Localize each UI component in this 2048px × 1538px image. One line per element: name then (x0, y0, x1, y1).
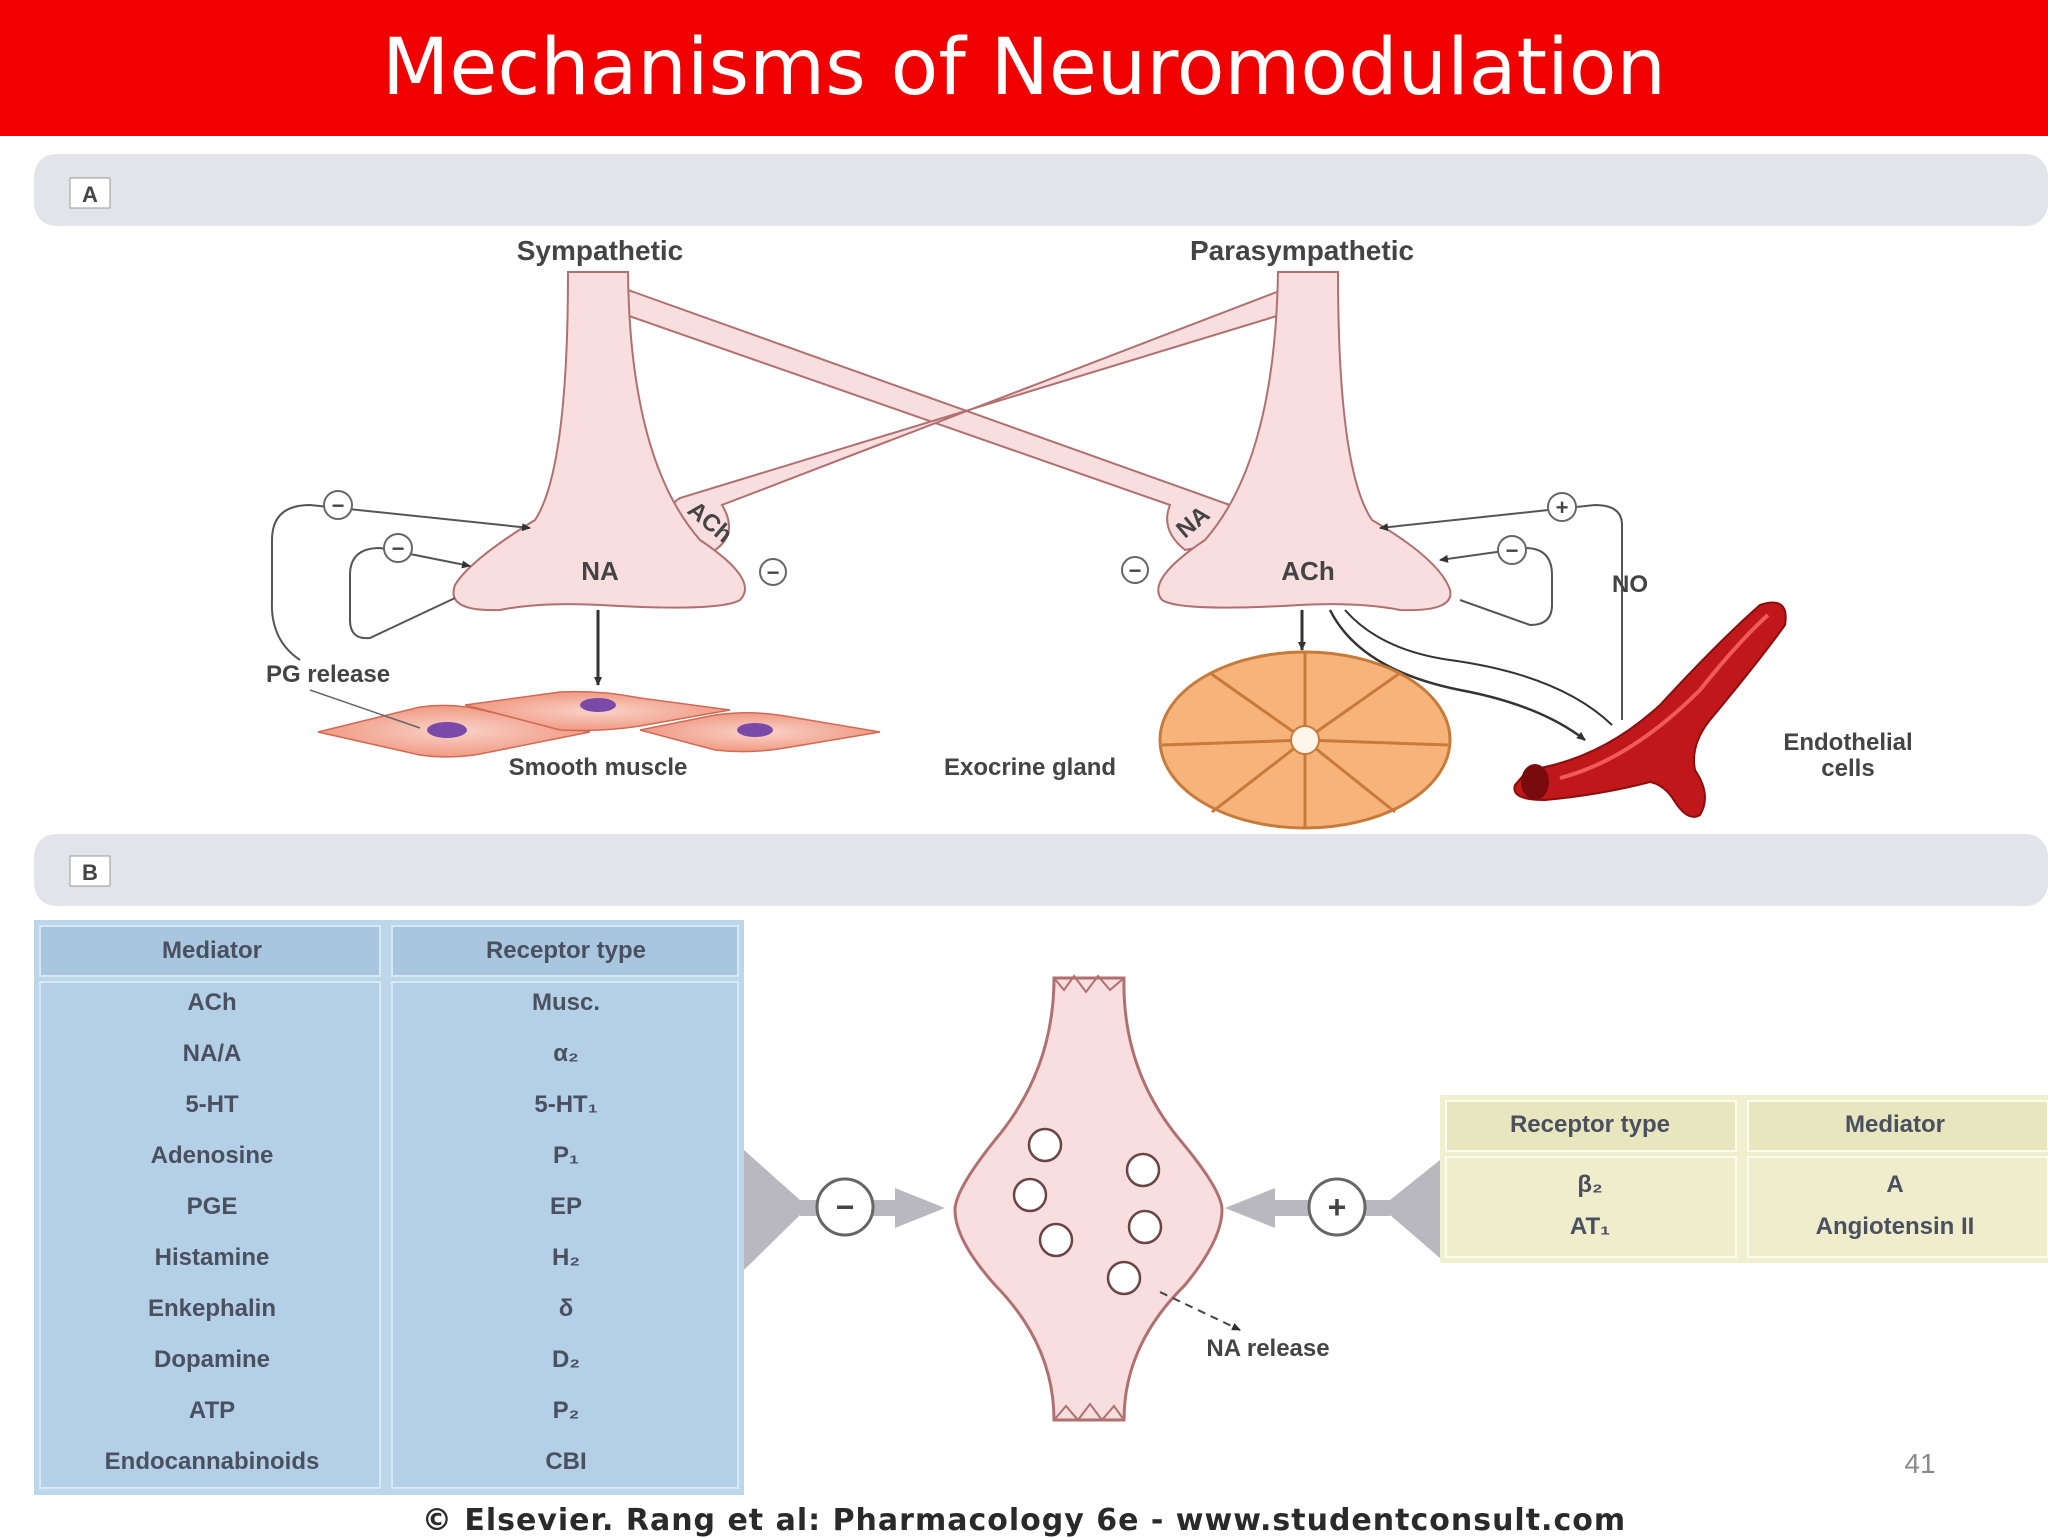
left-table-receptor-cell: EP (550, 1193, 582, 1220)
right-table-header-mediator: Mediator (1845, 1111, 1945, 1138)
left-table-mediator-cell: PGE (187, 1193, 238, 1220)
endothelial-label-line1: Endothelial (1783, 729, 1912, 756)
left-table-mediator-cell: ACh (187, 989, 236, 1016)
varicosity (953, 974, 1241, 1422)
sympathetic-minus-signs: − − − (323, 490, 787, 586)
sympathetic-label: Sympathetic (517, 235, 684, 266)
left-table-receptor-cell: 5-HT₁ (534, 1091, 597, 1118)
title-bar (0, 0, 2048, 136)
left-table-receptor-cell: Musc. (532, 989, 600, 1016)
right-connector-wedge (1390, 1160, 1440, 1258)
svg-text:+: + (1556, 495, 1569, 520)
left-table-mediator-cell: Histamine (155, 1244, 270, 1271)
svg-text:−: − (392, 536, 405, 561)
panel-b-label-box (69, 855, 111, 887)
svg-text:−: − (836, 1189, 855, 1225)
facilitatory-arrow: + (1225, 1177, 1390, 1237)
credit-line: © Elsevier. Rang et al: Pharmacology 6e … (421, 1503, 1627, 1538)
panel-b-label: B (82, 860, 98, 885)
panel-a-label-box (69, 177, 111, 209)
panel-a-header (34, 154, 2048, 226)
pg-release-pointer (309, 689, 421, 729)
smooth-muscle-label: Smooth muscle (509, 754, 688, 781)
facilitatory-mediator-table: Receptor type Mediator β₂ A AT₁ Angiotensin… (1440, 1095, 2048, 1263)
right-table-mediator-cell: Angiotensin II (1816, 1213, 1975, 1240)
left-table-header-receptor: Receptor type (486, 937, 646, 964)
na-release-label: NA release (1206, 1335, 1329, 1362)
left-table-receptor-cell: α₂ (553, 1040, 578, 1067)
svg-text:−: − (1129, 558, 1142, 583)
left-table-receptor-cell: P₁ (553, 1142, 579, 1169)
left-table-receptor-cell: D₂ (552, 1346, 580, 1373)
exocrine-gland (1158, 650, 1452, 830)
left-table-mediator-cell: NA/A (183, 1040, 242, 1067)
left-table-mediator-cell: Adenosine (151, 1142, 274, 1169)
endothelial-label-line2: cells (1821, 755, 1874, 782)
left-table-mediator-cell: 5-HT (185, 1091, 239, 1118)
right-table-mediator-cell: A (1886, 1171, 1903, 1198)
left-table-receptor-cell: CBI (545, 1448, 586, 1475)
right-table-receptor-cell: β₂ (1577, 1171, 1602, 1198)
left-table-receptor-cell: H₂ (552, 1244, 580, 1271)
no-label: NO (1612, 571, 1648, 598)
ach-endothelium-arrow-2 (1344, 609, 1613, 726)
panel-b-header (34, 834, 2048, 906)
page-number: 41 (1904, 1448, 1936, 1479)
ach-terminal-label: ACh (1281, 556, 1334, 586)
svg-text:−: − (767, 560, 780, 585)
left-table-receptor-cell: δ (559, 1295, 574, 1322)
smooth-muscle-cells (317, 690, 881, 758)
parasympathetic-terminal (1157, 271, 1452, 612)
parasympathetic-feedback-loops (1379, 503, 1623, 720)
svg-text:+: + (1328, 1189, 1347, 1225)
panel-a-label: A (82, 182, 98, 207)
left-table-mediator-cell: ATP (189, 1397, 235, 1424)
panel-a: A Sympathetic Parasympathetic NA ACh ACh… (34, 154, 2048, 830)
right-table-header-receptor: Receptor type (1510, 1111, 1670, 1138)
left-table-mediator-cell: Enkephalin (148, 1295, 276, 1322)
blood-vessel (1513, 601, 1787, 818)
left-table-receptor-cell: P₂ (553, 1397, 580, 1424)
sympathetic-feedback-loops (270, 503, 531, 661)
svg-text:−: − (1506, 538, 1519, 563)
svg-text:−: − (332, 493, 345, 518)
ach-endothelium-arrow-1 (1328, 609, 1586, 741)
exocrine-gland-label: Exocrine gland (944, 754, 1116, 781)
inhibitory-mediator-table: Mediator Receptor type ACh Musc. NA/A α₂ 5-H… (34, 920, 744, 1495)
left-table-mediator-cell: Dopamine (154, 1346, 270, 1373)
na-terminal-label: NA (581, 556, 619, 586)
right-table-receptor-cell: AT₁ (1570, 1213, 1610, 1240)
panel-b: B Mediator Receptor type ACh Musc. NA/A α₂ 5… (34, 834, 2048, 1495)
slide-title: Mechanisms of Neuromodulation (382, 23, 1666, 113)
left-table-header-mediator: Mediator (162, 937, 262, 964)
parasympathetic-label: Parasympathetic (1190, 235, 1414, 266)
parasympathetic-feedback-signs: + − − (1121, 492, 1577, 584)
left-table-mediator-cell: Endocannabinoids (105, 1448, 320, 1475)
left-connector-wedge (744, 1150, 800, 1270)
inhibitory-arrow: − (800, 1177, 945, 1237)
pg-release-label: PG release (266, 661, 390, 688)
